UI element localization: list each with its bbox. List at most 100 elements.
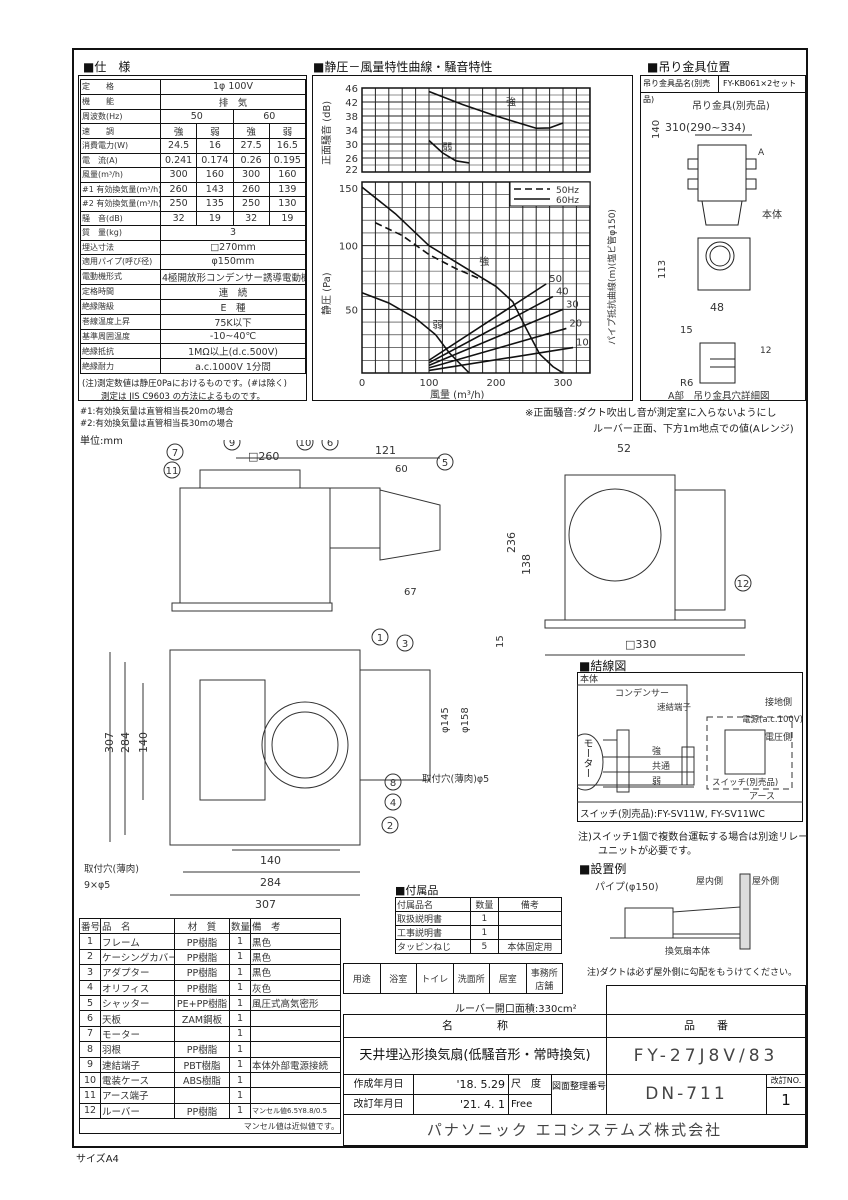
blank-box	[606, 985, 806, 1015]
company-name: パナソニック エコシステムズ株式会社	[426, 1121, 723, 1139]
table-cell: 1	[229, 964, 251, 981]
table-cell: ルーバー	[100, 1102, 175, 1120]
y-tick-label: 42	[345, 98, 358, 109]
spec-note: (注)測定数値は静圧0Paにおけるものです。(#は除く)	[82, 379, 287, 389]
table-cell: 1	[229, 948, 251, 966]
dim-b284: 284	[260, 876, 281, 889]
hole-note-a: 取付穴(薄肉)	[84, 863, 139, 875]
install-note: 注)ダクトは必ず屋外側に勾配をもうけてください。	[587, 968, 797, 978]
table-cell: 工事説明書	[394, 925, 472, 940]
hole-note: 取付穴(薄肉)φ5	[422, 773, 489, 785]
callout-number: 8	[390, 778, 396, 789]
footnote: #1:有効換気量は直管相当長20mの場合	[80, 407, 234, 417]
dim-67: 67	[404, 587, 417, 598]
table-cell: マンセル値6.5Y8.8/0.5	[250, 1102, 341, 1120]
drawing-number: DN-711	[607, 1075, 767, 1114]
scale-label: 尺 度	[509, 1075, 552, 1095]
table-cell: 1	[229, 933, 251, 950]
noise-note: ※正面騒音:ダクト吹出し音が測定室に入らないようにし	[525, 408, 777, 419]
drawing-frame	[72, 48, 808, 1148]
callout-number: 4	[390, 798, 396, 809]
usage-row: 用途浴室トイレ洗面所居室事務所店舗	[343, 963, 563, 994]
y-tick-label: 22	[345, 165, 358, 176]
table-cell: 材 質	[174, 917, 230, 935]
revision-label: 改訂NO.	[767, 1075, 805, 1088]
y-tick-label: 34	[345, 126, 358, 137]
unit-label: 単位:mm	[80, 436, 123, 447]
x-tick-label: 200	[486, 378, 505, 389]
pipe-line-label: 50	[549, 274, 562, 285]
callout-number: 2	[387, 821, 393, 832]
spec-value: 0.26	[232, 152, 270, 168]
table-cell: アダプター	[100, 964, 175, 981]
table-cell: 1	[229, 979, 251, 996]
pipe-resistance-line	[428, 308, 564, 367]
table-cell: 付属品名	[394, 897, 472, 912]
chart-box	[312, 75, 633, 401]
pipe-line-label: 30	[566, 299, 579, 310]
dim-121: 121	[375, 444, 396, 457]
spec-label: #2 有効換気量(m³/h)	[80, 196, 161, 212]
table-cell: フレーム	[100, 933, 175, 950]
spec-value: 75K以下	[160, 313, 306, 330]
callout-number: 3	[402, 639, 408, 650]
drawing-number-label: 図面整理番号	[552, 1082, 607, 1092]
table-cell: 10	[79, 1071, 101, 1089]
table-cell: 灰色	[250, 979, 341, 996]
table-cell: 羽根	[100, 1041, 175, 1058]
table-cell: 番号	[79, 917, 101, 935]
spec-value: □270mm	[160, 239, 306, 255]
table-cell: PP樹脂	[174, 1041, 230, 1058]
callout-10: 10	[296, 440, 314, 451]
table-cell: ABS樹脂	[174, 1071, 230, 1089]
dim-15: 15	[495, 635, 506, 648]
pipe-line-label: 10	[576, 338, 589, 349]
capacitor-label: コンデンサー	[615, 687, 669, 699]
table-cell: タッピンねじ	[394, 939, 472, 954]
callout-8: 8	[384, 773, 402, 791]
table-cell: 1	[229, 1010, 251, 1027]
wiring-note: ユニットが必要です。	[598, 846, 697, 857]
table-cell: シャッター	[100, 994, 175, 1012]
revised-date: '21. 4. 1	[414, 1095, 509, 1114]
callout-number: 5	[442, 458, 448, 469]
outdoor-label: 屋外側	[752, 875, 779, 887]
spec-value: 160	[268, 167, 307, 183]
dim-140: 140	[137, 732, 150, 753]
table-cell: 12	[79, 1102, 101, 1120]
bracket-body-label: 本体	[762, 208, 782, 221]
wiring-title: ■結線図	[579, 659, 627, 673]
dim-b140: 140	[260, 854, 281, 867]
y-tick-label: 38	[345, 112, 358, 123]
wiring-body-label: 本体	[580, 673, 598, 685]
table-cell: 1	[229, 1087, 251, 1104]
spec-value: 16.5	[268, 138, 307, 154]
callout-2: 2	[381, 816, 399, 834]
x-axis-label: 風量 (m³/h)	[430, 389, 485, 401]
table-cell: 3	[79, 964, 101, 981]
legend-label: 50Hz	[556, 186, 579, 196]
table-cell: 備 考	[250, 917, 341, 935]
spec-value: 135	[196, 196, 234, 212]
strong-label: 強	[652, 745, 661, 757]
table-cell: 1	[229, 1056, 251, 1073]
callout-12: 12	[734, 574, 752, 592]
table-cell: 5	[79, 994, 101, 1012]
table-cell	[497, 925, 563, 940]
spec-title: ■仕 様	[83, 60, 131, 74]
dim-236: 236	[505, 532, 518, 553]
spec-note: 測定は JIS C9603 の方法によるものです。	[101, 392, 265, 402]
noise-curve	[428, 90, 564, 130]
scale-value: Free	[509, 1095, 552, 1114]
product-number: FY-27J8V/83	[633, 1046, 779, 1066]
bracket-drawing: 吊り金具(別売品) 310(290~334) 140 A 本体 113 48 1…	[651, 99, 782, 401]
usage-cell: トイレ	[416, 963, 454, 994]
usage-cell: 浴室	[379, 963, 417, 994]
spec-value: 強	[232, 123, 270, 139]
